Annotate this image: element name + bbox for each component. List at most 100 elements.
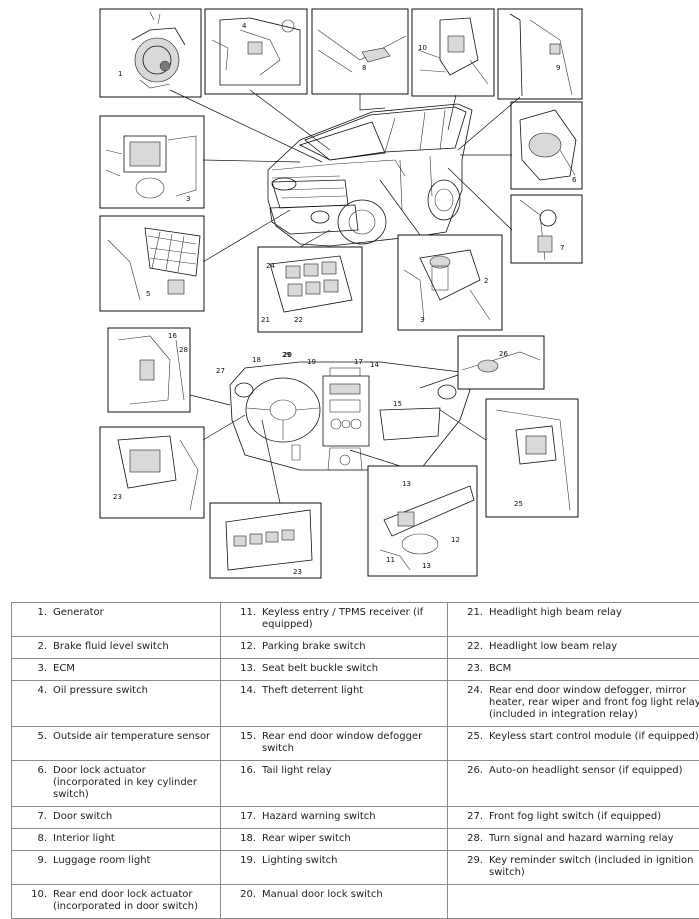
legend-number: 18.	[234, 833, 262, 845]
legend-entry: 10.Rear end door lock actuator (incorpor…	[16, 889, 216, 913]
legend-description: Door lock actuator (incorporated in key …	[53, 765, 216, 801]
legend-description: Generator	[53, 607, 216, 619]
legend-description: Rear wiper switch	[262, 833, 443, 845]
legend-description: Seat belt buckle switch	[262, 663, 443, 675]
callout-23: 23	[113, 493, 122, 501]
legend-cell: 21.Headlight high beam relay	[448, 603, 699, 637]
legend-number: 16.	[234, 765, 262, 777]
legend-cell: 1.Generator	[12, 603, 221, 637]
detail-panel-bcm	[100, 427, 204, 518]
legend-description: Outside air temperature sensor	[53, 731, 216, 743]
legend-description: Headlight high beam relay	[489, 607, 699, 619]
callout-13: 13	[402, 480, 411, 488]
callout-8: 8	[362, 64, 366, 72]
legend-cell: 13.Seat belt buckle switch	[221, 659, 448, 681]
vehicle-exterior-illustration	[268, 104, 472, 246]
legend-entry: 18.Rear wiper switch	[225, 833, 443, 845]
detail-panel-door-switch	[511, 195, 582, 263]
legend-description: Keyless entry / TPMS receiver (if equipp…	[262, 607, 443, 631]
legend-number: 6.	[25, 765, 53, 801]
legend-cell: 26.Auto-on headlight sensor (if equipped…	[448, 761, 699, 807]
callout-12: 12	[451, 536, 460, 544]
legend-description: Turn signal and hazard warning relay	[489, 833, 699, 845]
legend-cell: 15.Rear end door window defogger switch	[221, 727, 448, 761]
legend-number: 26.	[461, 765, 489, 777]
legend-description: Auto-on headlight sensor (if equipped)	[489, 765, 699, 777]
legend-entry: 2.Brake fluid level switch	[16, 641, 216, 653]
legend-entry: 6.Door lock actuator (incorporated in ke…	[16, 765, 216, 801]
callout-1: 1	[118, 70, 122, 78]
legend-cell: 19.Lighting switch	[221, 851, 448, 885]
callout-14: 14	[370, 361, 379, 369]
legend-description: Tail light relay	[262, 765, 443, 777]
callout-16: 16	[168, 332, 177, 340]
detail-panel-manual-door-lock-switch	[210, 503, 321, 578]
legend-description: Key reminder switch (included in ignitio…	[489, 855, 699, 879]
callout-6: 6	[572, 176, 577, 184]
legend-number: 4.	[25, 685, 53, 697]
callout-4: 4	[242, 22, 247, 30]
legend-cell: 27.Front fog light switch (if equipped)	[448, 807, 699, 829]
legend-entry: 23.BCM	[452, 663, 699, 675]
legend-entry: 8.Interior light	[16, 833, 216, 845]
legend-description: BCM	[489, 663, 699, 675]
callout-24: 24	[266, 262, 275, 270]
callout-21: 21	[261, 316, 270, 324]
legend-description: Rear end door window defogger switch	[262, 731, 443, 755]
callout-19: 19	[307, 358, 316, 366]
legend-row: 7.Door switch 17.Hazard warning switch 27.…	[12, 807, 699, 829]
legend-entry: 9.Luggage room light	[16, 855, 216, 867]
legend-number: 19.	[234, 855, 262, 867]
callout-9: 9	[556, 64, 560, 72]
legend-cell: 29.Key reminder switch (included in igni…	[448, 851, 699, 885]
legend-description: Front fog light switch (if equipped)	[489, 811, 699, 823]
callout-2: 2	[484, 277, 488, 285]
legend-cell: 9.Luggage room light	[12, 851, 221, 885]
callout-25: 25	[514, 500, 523, 508]
legend-cell: 11.Keyless entry / TPMS receiver (if equ…	[221, 603, 448, 637]
legend-entry: 25.Keyless start control module (if equi…	[452, 731, 699, 743]
legend-number: 17.	[234, 811, 262, 823]
callout-10: 10	[418, 44, 427, 52]
legend-number: 2.	[25, 641, 53, 653]
legend-number: 7.	[25, 811, 53, 823]
legend-description: Keyless start control module (if equippe…	[489, 731, 699, 743]
legend-description: Headlight low beam relay	[489, 641, 699, 653]
dashboard-illustration	[230, 362, 470, 470]
detail-panel-interior-light	[312, 9, 408, 94]
detail-panel-generator	[100, 9, 201, 97]
legend-entry: 26.Auto-on headlight sensor (if equipped…	[452, 765, 699, 777]
legend-number: 8.	[25, 833, 53, 845]
legend-description: Brake fluid level switch	[53, 641, 216, 653]
legend-number: 23.	[461, 663, 489, 675]
legend-entry: 17.Hazard warning switch	[225, 811, 443, 823]
legend-cell: 20.Manual door lock switch	[221, 885, 448, 919]
legend-description: Luggage room light	[53, 855, 216, 867]
legend-cell: 17.Hazard warning switch	[221, 807, 448, 829]
legend-number: 24.	[461, 685, 489, 721]
legend-entry: 13.Seat belt buckle switch	[225, 663, 443, 675]
legend-entry: 7.Door switch	[16, 811, 216, 823]
legend-number: 9.	[25, 855, 53, 867]
callout-3-engine: 3	[420, 316, 424, 324]
legend-cell	[448, 885, 699, 919]
callout-28: 28	[179, 346, 188, 354]
legend-description: Parking brake switch	[262, 641, 443, 653]
legend-row: 5.Outside air temperature sensor 15.Rear …	[12, 727, 699, 761]
legend-number: 5.	[25, 731, 53, 743]
legend-cell: 6.Door lock actuator (incorporated in ke…	[12, 761, 221, 807]
legend-cell: 4.Oil pressure switch	[12, 681, 221, 727]
legend-cell: 2.Brake fluid level switch	[12, 637, 221, 659]
legend-entry: 24.Rear end door window defogger, mirror…	[452, 685, 699, 721]
legend-cell: 3.ECM	[12, 659, 221, 681]
callout-17: 17	[354, 358, 363, 366]
legend-row: 3.ECM 13.Seat belt buckle switch 23.BCM	[12, 659, 699, 681]
legend-entry: 28.Turn signal and hazard warning relay	[452, 833, 699, 845]
legend-description: Rear end door lock actuator (incorporate…	[53, 889, 216, 913]
callout-15: 15	[393, 400, 402, 408]
legend-description: Lighting switch	[262, 855, 443, 867]
